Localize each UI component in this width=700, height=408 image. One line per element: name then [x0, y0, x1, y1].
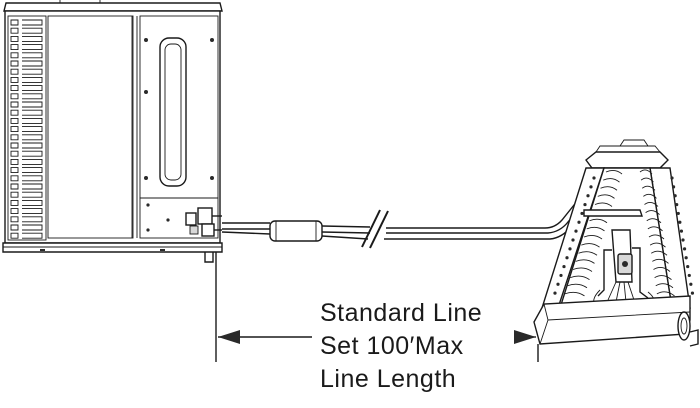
service-valves — [185, 207, 222, 237]
a-coil — [533, 139, 699, 347]
line-set — [221, 199, 587, 249]
filter-drier — [269, 220, 323, 242]
condenser-unit — [2, 0, 223, 263]
line-length-label-2: Set 100′Max — [320, 332, 464, 360]
line-length-label-1: Standard Line — [320, 299, 483, 327]
coil-guard — [7, 15, 47, 241]
dimension-arrows — [218, 330, 536, 344]
line-break-symbol — [361, 209, 389, 249]
line-length-label-3: Line Length — [320, 365, 457, 393]
